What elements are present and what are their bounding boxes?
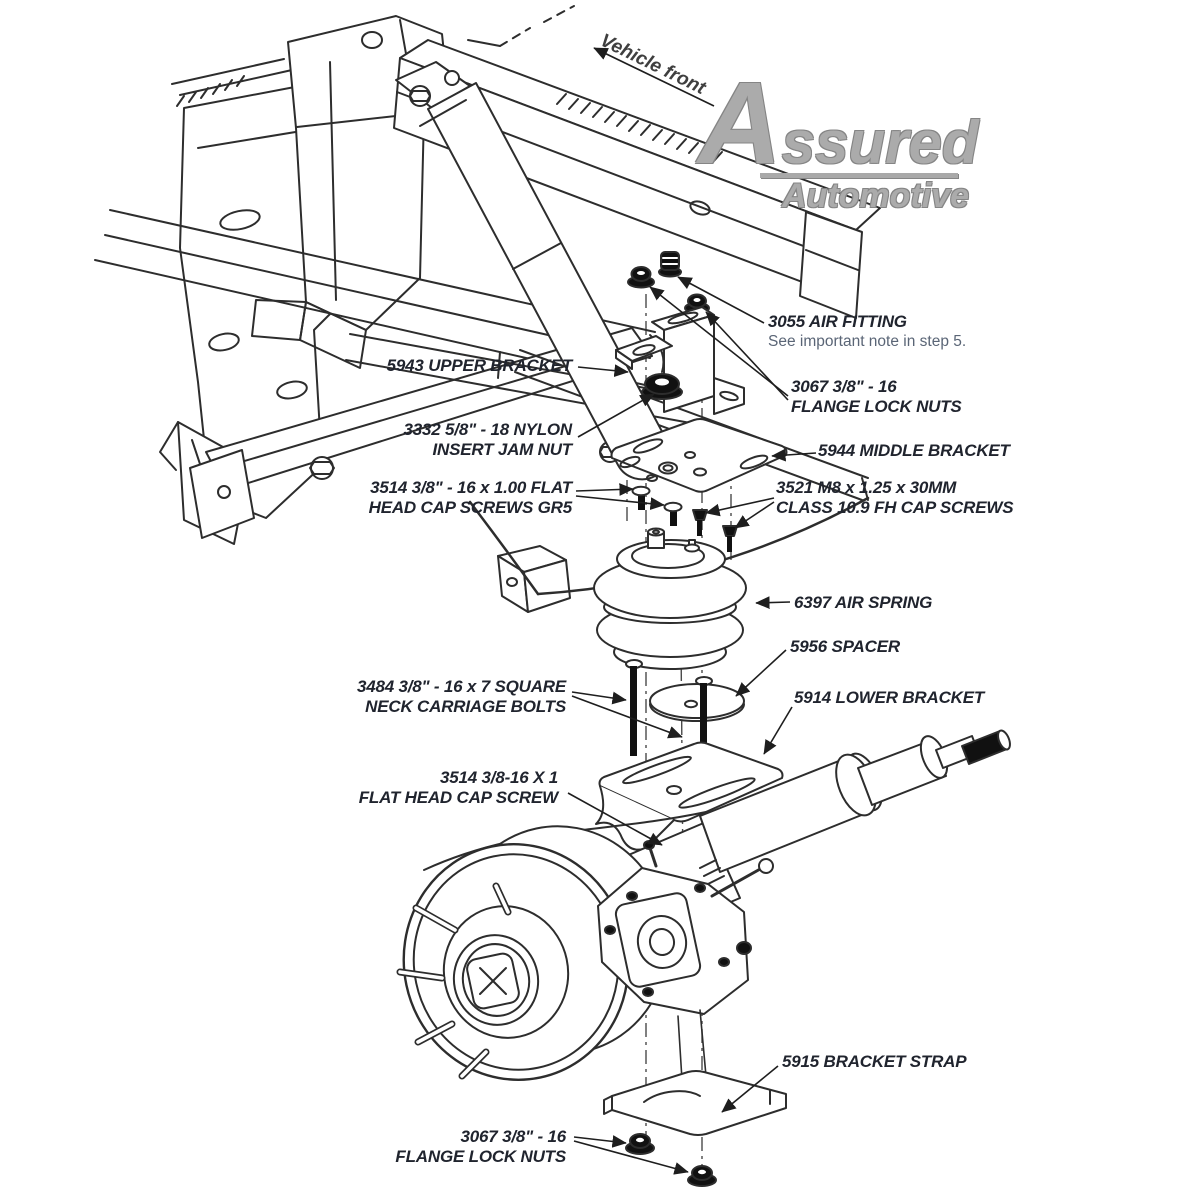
brake-drum-drawing xyxy=(396,825,670,1081)
label-flat-head-cap-screw: 3514 3/8-16 X 1 FLAT HEAD CAP SCREW xyxy=(358,768,558,808)
label-lower-bracket: 5914 LOWER BRACKET xyxy=(794,688,985,707)
label-upper-bracket: 5943 UPPER BRACKET xyxy=(386,356,573,375)
air-spring-drawing xyxy=(593,527,747,670)
m8-cap-screws-drawing xyxy=(692,509,738,552)
note-air-fitting: See important note in step 5. xyxy=(768,333,967,350)
carriage-bolt-right-drawing xyxy=(695,676,713,783)
flange-lock-nuts-bottom-drawing xyxy=(625,1133,717,1187)
label-carriage-bolts: 3484 3/8" - 16 x 7 SQUARE NECK CARRIAGE … xyxy=(356,677,566,717)
flange-lock-nut-top-left xyxy=(627,266,655,289)
label-bracket-strap: 5915 BRACKET STRAP xyxy=(782,1052,967,1071)
shock-absorber-drawing xyxy=(395,61,671,481)
frame-dashed-edges xyxy=(499,5,575,47)
jam-nut-drawing xyxy=(641,373,683,400)
brake-caliper-drawing xyxy=(597,840,774,1081)
label-air-fitting: 3055 AIR FITTING xyxy=(768,312,907,331)
middle-bracket-drawing xyxy=(610,418,788,493)
label-middle-bracket: 5944 MIDDLE BRACKET xyxy=(818,441,1010,460)
flat-head-cap-screws-gr5-drawing xyxy=(631,485,683,526)
bracket-strap-drawing xyxy=(603,1070,787,1136)
label-air-spring: 6397 AIR SPRING xyxy=(794,593,933,612)
label-m8-cap-screws: 3521 M8 x 1.25 x 30MM CLASS 10.9 FH CAP … xyxy=(776,478,1014,518)
brand-logo-line2: Automotive xyxy=(782,177,969,215)
label-flange-lock-nuts-top: 3067 3/8" - 16 FLANGE LOCK NUTS xyxy=(791,377,962,417)
brand-logo-line1: Assured xyxy=(698,58,979,188)
label-spacer: 5956 SPACER xyxy=(790,637,900,656)
frame-assembly-drawing xyxy=(94,5,881,613)
lower-bracket-drawing xyxy=(595,741,784,851)
brand-logo: Assured Automotive xyxy=(698,58,979,215)
frame-hatch-rail xyxy=(556,93,723,163)
wheel-studs xyxy=(396,882,512,1080)
label-flat-head-cap-screws-gr5: 3514 3/8" - 16 x 1.00 FLAT HEAD CAP SCRE… xyxy=(368,478,573,518)
air-fitting-drawing xyxy=(658,251,682,278)
spacer-drawing xyxy=(649,683,745,722)
frame-edge xyxy=(467,39,501,47)
leader-arrows xyxy=(567,47,817,1175)
vehicle-front-arrow xyxy=(593,47,715,107)
frame-hatch-left xyxy=(171,58,293,107)
carriage-bolts-drawing xyxy=(625,659,643,756)
label-jam-nut: 3332 5/8" - 18 NYLON INSERT JAM NUT xyxy=(403,420,573,460)
brand-logo-bar xyxy=(760,173,958,178)
label-flange-lock-nuts-bottom: 3067 3/8" - 16 FLANGE LOCK NUTS xyxy=(395,1127,566,1167)
